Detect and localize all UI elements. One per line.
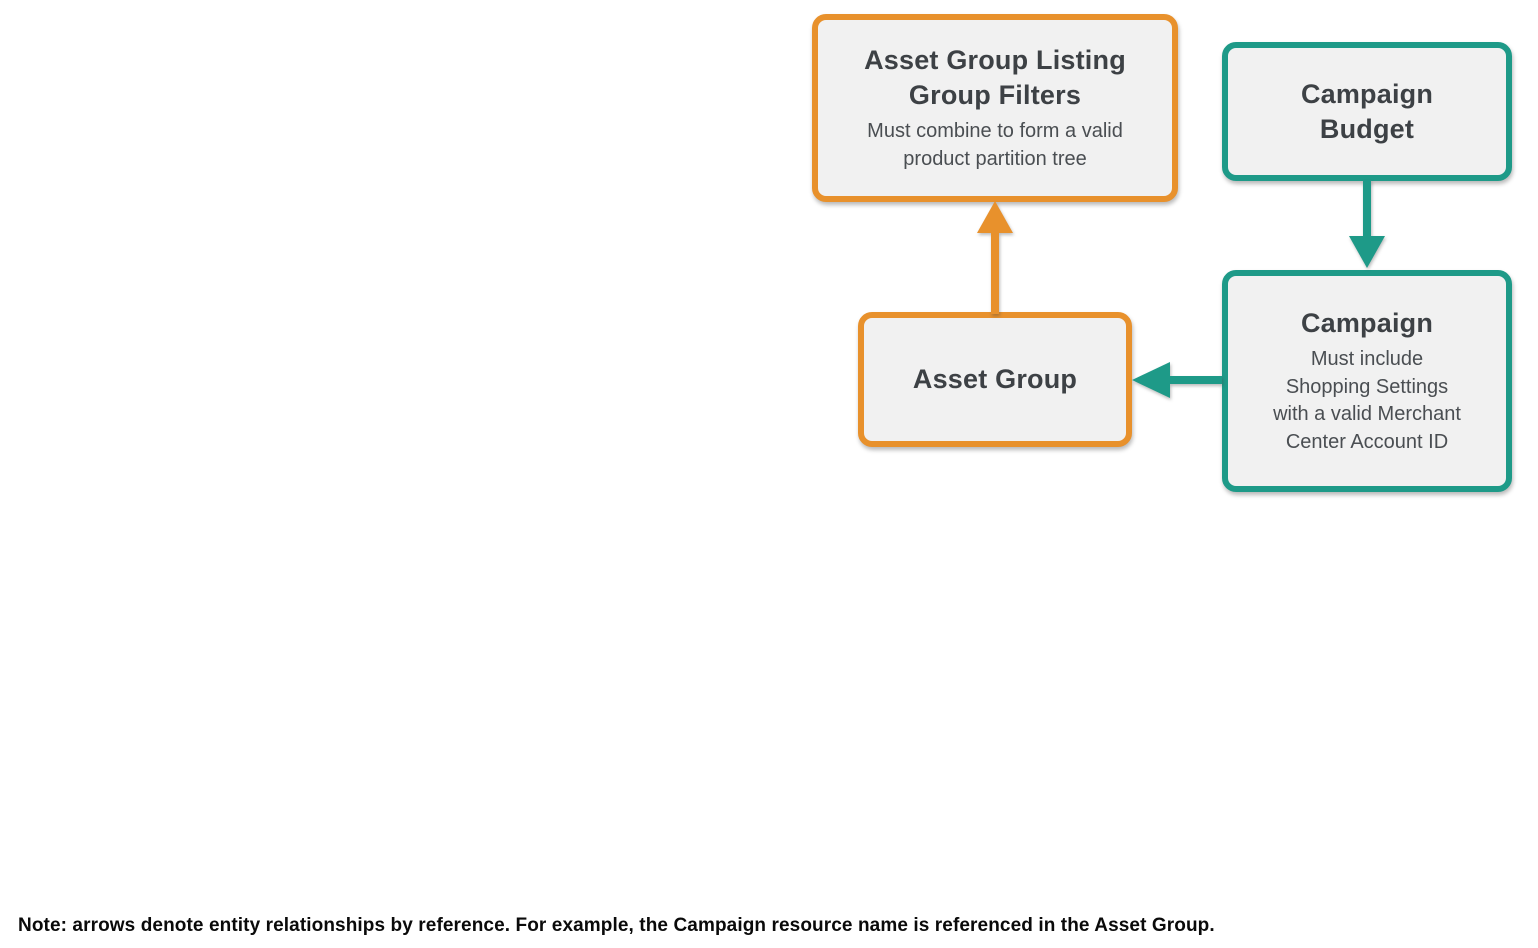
arrowhead-up-icon xyxy=(977,201,1013,233)
node-title: Campaign xyxy=(1300,308,1434,338)
arrow-shaft xyxy=(1363,180,1371,237)
footnote: Note: arrows denote entity relationships… xyxy=(18,915,1215,936)
node-title: Campaign Budget xyxy=(1300,78,1434,144)
arrowhead-left-icon xyxy=(1132,362,1170,398)
node-campaign: Campaign Must include Shopping Settings … xyxy=(1222,270,1512,492)
node-campaign-budget: Campaign Budget xyxy=(1222,42,1512,181)
arrow-shaft xyxy=(1168,376,1222,384)
node-title: Asset Group xyxy=(912,364,1078,394)
node-asset-group: Asset Group xyxy=(858,312,1132,447)
arrowhead-down-icon xyxy=(1349,236,1385,268)
node-subtitle: Must combine to form a valid product par… xyxy=(867,120,1123,170)
node-asset-group-listing-group-filters: Asset Group Listing Group Filters Must c… xyxy=(812,14,1178,202)
node-title: Asset Group Listing Group Filters xyxy=(864,45,1126,110)
node-subtitle: Must include Shopping Settings with a va… xyxy=(1273,348,1461,453)
arrow-shaft xyxy=(991,230,999,314)
